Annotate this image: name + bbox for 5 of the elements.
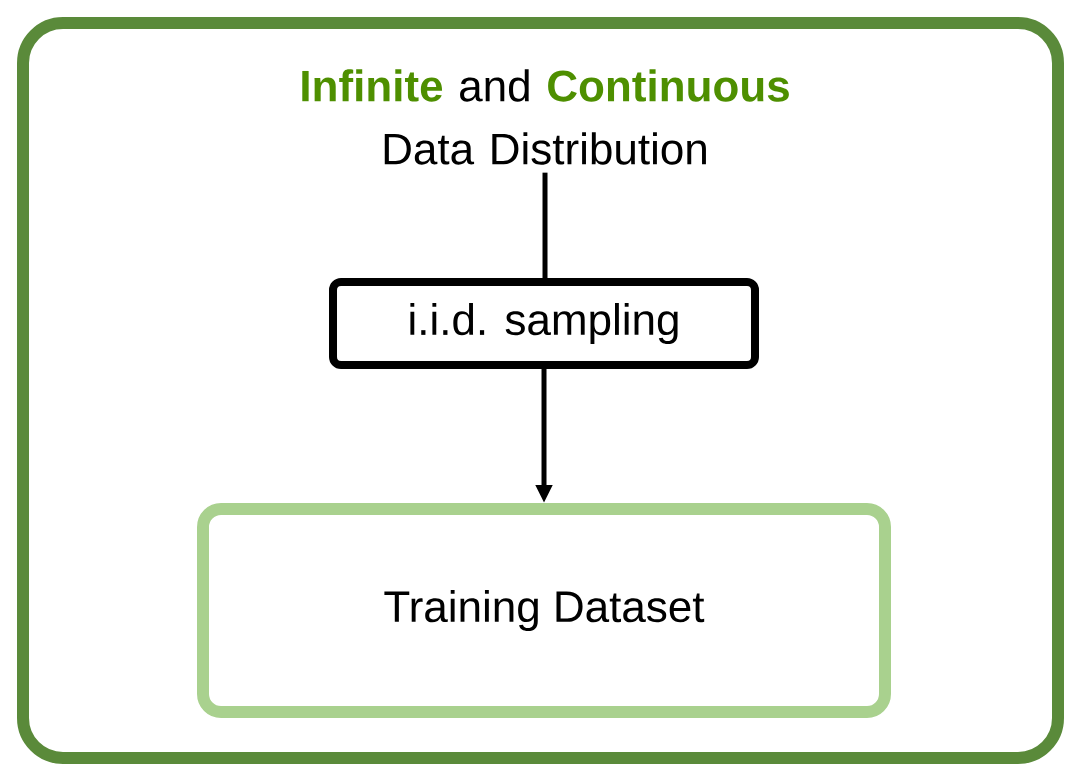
- heading-text: Infinite and Continuous Data Distribution: [302, 69, 789, 165]
- connector-line: [542, 172, 548, 278]
- frame-box: [17, 17, 1064, 764]
- dataset-box: Training Dataset: [197, 503, 891, 718]
- process-box: i.i.d. sampling: [329, 278, 759, 369]
